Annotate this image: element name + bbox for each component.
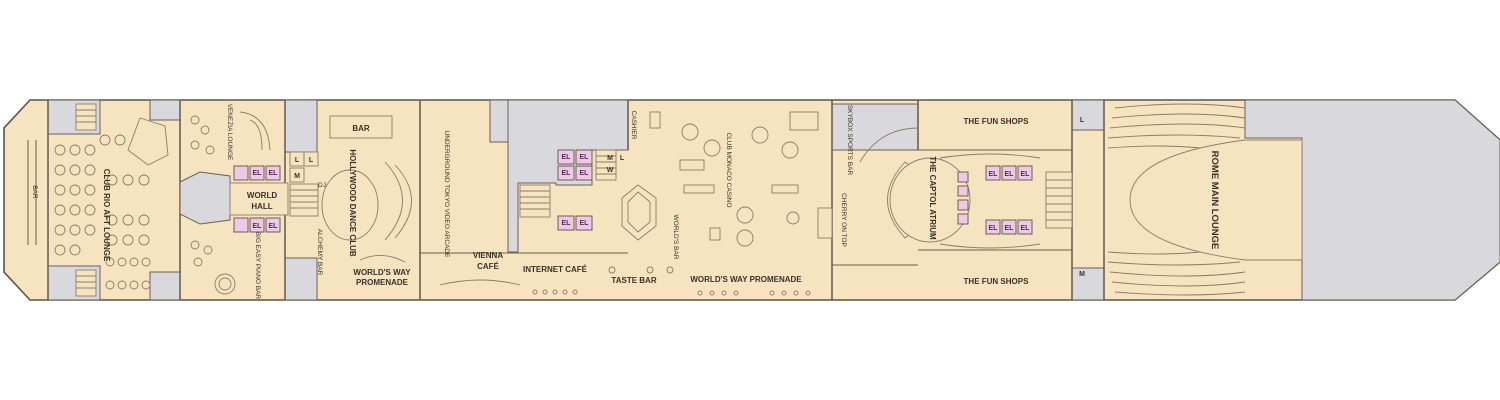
vienna-seating [439, 279, 521, 286]
svg-text:EL: EL [1021, 225, 1031, 232]
svg-text:EL: EL [562, 170, 572, 177]
worlds-way-promenade-fwd-label: WORLD'S WAY PROMENADE [690, 275, 802, 284]
promenade-fwd-seating [697, 290, 811, 296]
rome-lounge-seating-rows [1107, 103, 1246, 296]
svg-text:EL: EL [1005, 225, 1015, 232]
bar-aft-label: BAR [31, 185, 38, 199]
hollywood-dance-floor [321, 169, 379, 241]
svg-text:EL: EL [1005, 171, 1015, 178]
svg-text:EL: EL [989, 225, 999, 232]
world-hall-label-line1: WORLD [247, 191, 277, 200]
rome-lounge-stage [1129, 139, 1303, 261]
aft-stairs [75, 103, 97, 297]
service-block-e [489, 99, 509, 143]
lounge-pentagon [127, 117, 169, 166]
service-block-d [284, 257, 318, 301]
forward-stairs [1045, 171, 1073, 229]
worlds-way-promenade-aft-label-1: WORLD'S WAY [353, 268, 411, 277]
restroom-l-aft-2 [303, 151, 319, 167]
svg-text:EL: EL [1021, 171, 1031, 178]
service-block-c [284, 99, 318, 153]
club-rio-aft-lounge-label: CLUB RIO AFT LOUNGE [102, 169, 111, 262]
worlds-bar-ring [621, 184, 657, 241]
dj-booth-label: DJ [318, 182, 326, 189]
venezia-bar-arc [239, 111, 271, 151]
venezia-lounge-label: VENEZIA LOUNGE [226, 104, 233, 161]
cherry-on-top-label: CHERRY ON TOP [840, 193, 847, 247]
hollywood-bar-counter [329, 115, 393, 139]
internet-cafe-label: INTERNET CAFÉ [523, 265, 588, 274]
internet-cafe-tables [532, 289, 578, 295]
svg-text:EL: EL [269, 223, 279, 230]
aft-elevators: EL EL EL EL [233, 165, 281, 233]
hollywood-dance-club-label: HOLLYWOOD DANCE CLUB [348, 149, 357, 256]
atrium-glass-elevators [957, 171, 969, 225]
svg-text:EL: EL [269, 170, 279, 177]
svg-text:EL: EL [562, 220, 572, 227]
fun-shops-top-label: THE FUN SHOPS [964, 117, 1030, 126]
sports-bar-label: SKYBOX SPORTS BAR [846, 105, 853, 176]
rome-main-lounge-label: ROME MAIN LOUNGE [1209, 151, 1220, 250]
hollywood-seating-arc [394, 164, 412, 239]
world-hall-room [229, 182, 289, 216]
venezia-seating [190, 115, 236, 295]
service-block-f [831, 103, 919, 151]
restroom-l-aft-tag: L [295, 157, 300, 164]
taste-bar-stools [608, 266, 674, 274]
promenade-seating [359, 255, 406, 263]
restroom-m-aft-tag: M [294, 173, 300, 180]
worlds-bar-counter [627, 191, 651, 233]
worlds-bar-label: WORLD'S BAR [672, 215, 679, 260]
world-hall-label-line2: HALL [251, 202, 272, 211]
cashier-label: CASHIER [630, 111, 637, 140]
svg-text:EL: EL [562, 154, 572, 161]
casino-tables [649, 111, 819, 247]
svg-text:EL: EL [580, 154, 590, 161]
restroom-m-fwd-tag: M [1079, 271, 1085, 278]
service-block-a [149, 99, 181, 121]
big-easy-piano-bar-label: THE BIG EASY PIANO BAR [254, 217, 261, 300]
fun-shops-display [939, 153, 1041, 159]
hollywood-seating-arc [384, 161, 403, 241]
alchemy-bar-label: ALCHEMY BAR [316, 229, 323, 276]
aft-connector [179, 171, 231, 225]
capitol-atrium-core [889, 157, 971, 243]
club-monaco-casino-label: CLUB MONACO CASINO [725, 132, 732, 207]
svg-text:EL: EL [580, 170, 590, 177]
venezia-bar-arc [249, 119, 263, 151]
capitol-atrium-label: THE CAPTOL ATRIUM [928, 156, 937, 240]
midship-stairs-aft [289, 183, 319, 217]
restroom-w-central-tag: W [607, 167, 614, 174]
central-elevators: EL EL EL EL EL EL [557, 149, 593, 231]
vienna-cafe-label-2: CAFÉ [477, 262, 499, 271]
svg-text:EL: EL [253, 223, 263, 230]
sports-bar-counter [859, 127, 919, 163]
svg-text:EL: EL [580, 220, 590, 227]
svg-text:EL: EL [253, 170, 263, 177]
forward-elevators: EL EL EL EL EL EL [985, 165, 1033, 235]
service-block-b [149, 271, 181, 301]
restroom-l-aft-2-tag: L [309, 157, 314, 164]
service-block-g [1071, 99, 1105, 131]
cherry-on-top-shop [817, 207, 833, 239]
restroom-m-aft [289, 167, 305, 183]
svg-text:EL: EL [989, 171, 999, 178]
restroom-m-central-tag: M [607, 155, 613, 162]
bow-service-area [1244, 99, 1500, 301]
restroom-l-fwd-tag: L [1080, 117, 1085, 124]
service-block-h [1071, 267, 1105, 301]
restroom-l-central-tag: L [620, 155, 625, 162]
worlds-way-promenade-aft-label-2: PROMENADE [356, 278, 409, 287]
fun-shops-display [939, 243, 1041, 249]
taste-bar-label: TASTE BAR [611, 276, 656, 285]
central-stairs [519, 149, 617, 218]
vienna-cafe-label-1: VIENNA [473, 251, 503, 260]
fun-shops-bottom-label: THE FUN SHOPS [964, 277, 1030, 286]
lounge-seating [54, 134, 151, 290]
underground-tokyo-label: UNDERGROUND TOKYO VIDEO ARCADE [443, 131, 450, 259]
hollywood-bar-label: BAR [352, 124, 370, 133]
